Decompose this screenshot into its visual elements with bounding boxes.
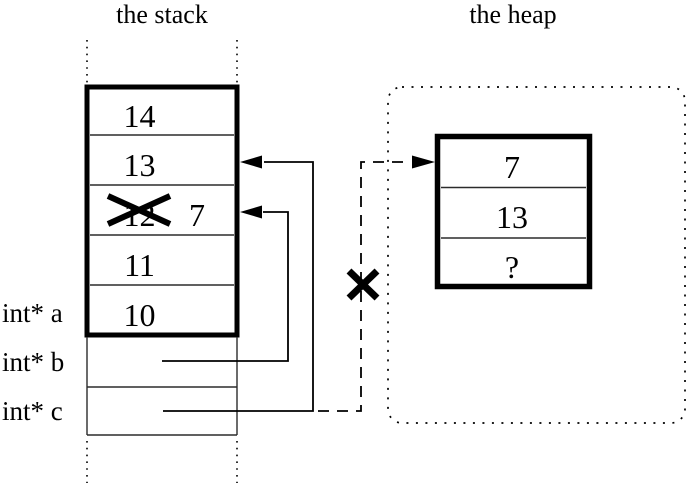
dangling-heap-arrow [318,155,435,412]
crossout-x-icon [106,193,172,227]
pointer-label-b: int* b [2,346,65,377]
stack-pointer-rows [86,337,238,436]
severed-pointer-x-icon [346,268,380,301]
arrowhead-left-icon [240,155,262,169]
heap-region-boundary [387,86,686,424]
stack-cell-value: 13 [123,146,156,183]
arrowhead-right-icon [412,155,435,169]
stack-frame-box [84,84,240,338]
stack-cell-separators [90,134,234,286]
stack-cell-value: 14 [123,97,156,134]
stack-cell-value: 11 [124,246,155,283]
pointer-b-arrow [162,205,289,362]
pointer-label-c: int* c [2,395,63,426]
stack-dotted-guides [86,40,238,483]
stack-cell-new-value: 7 [189,196,205,233]
stack-title: the stack [116,0,208,29]
heap-cell-separators [441,186,586,239]
stack-cell-old-value: 12 [123,196,156,233]
heap-title: the heap [469,0,557,29]
stack-cell-value: 10 [123,296,156,333]
pointer-label-a: int* a [2,297,63,328]
arrowhead-left-icon [240,205,262,219]
heap-cell-value: 13 [496,198,528,235]
pointer-c-arrow [163,155,314,412]
heap-block-box [434,133,593,290]
heap-cell-value: ? [504,248,520,285]
heap-cell-value: 7 [504,148,520,185]
